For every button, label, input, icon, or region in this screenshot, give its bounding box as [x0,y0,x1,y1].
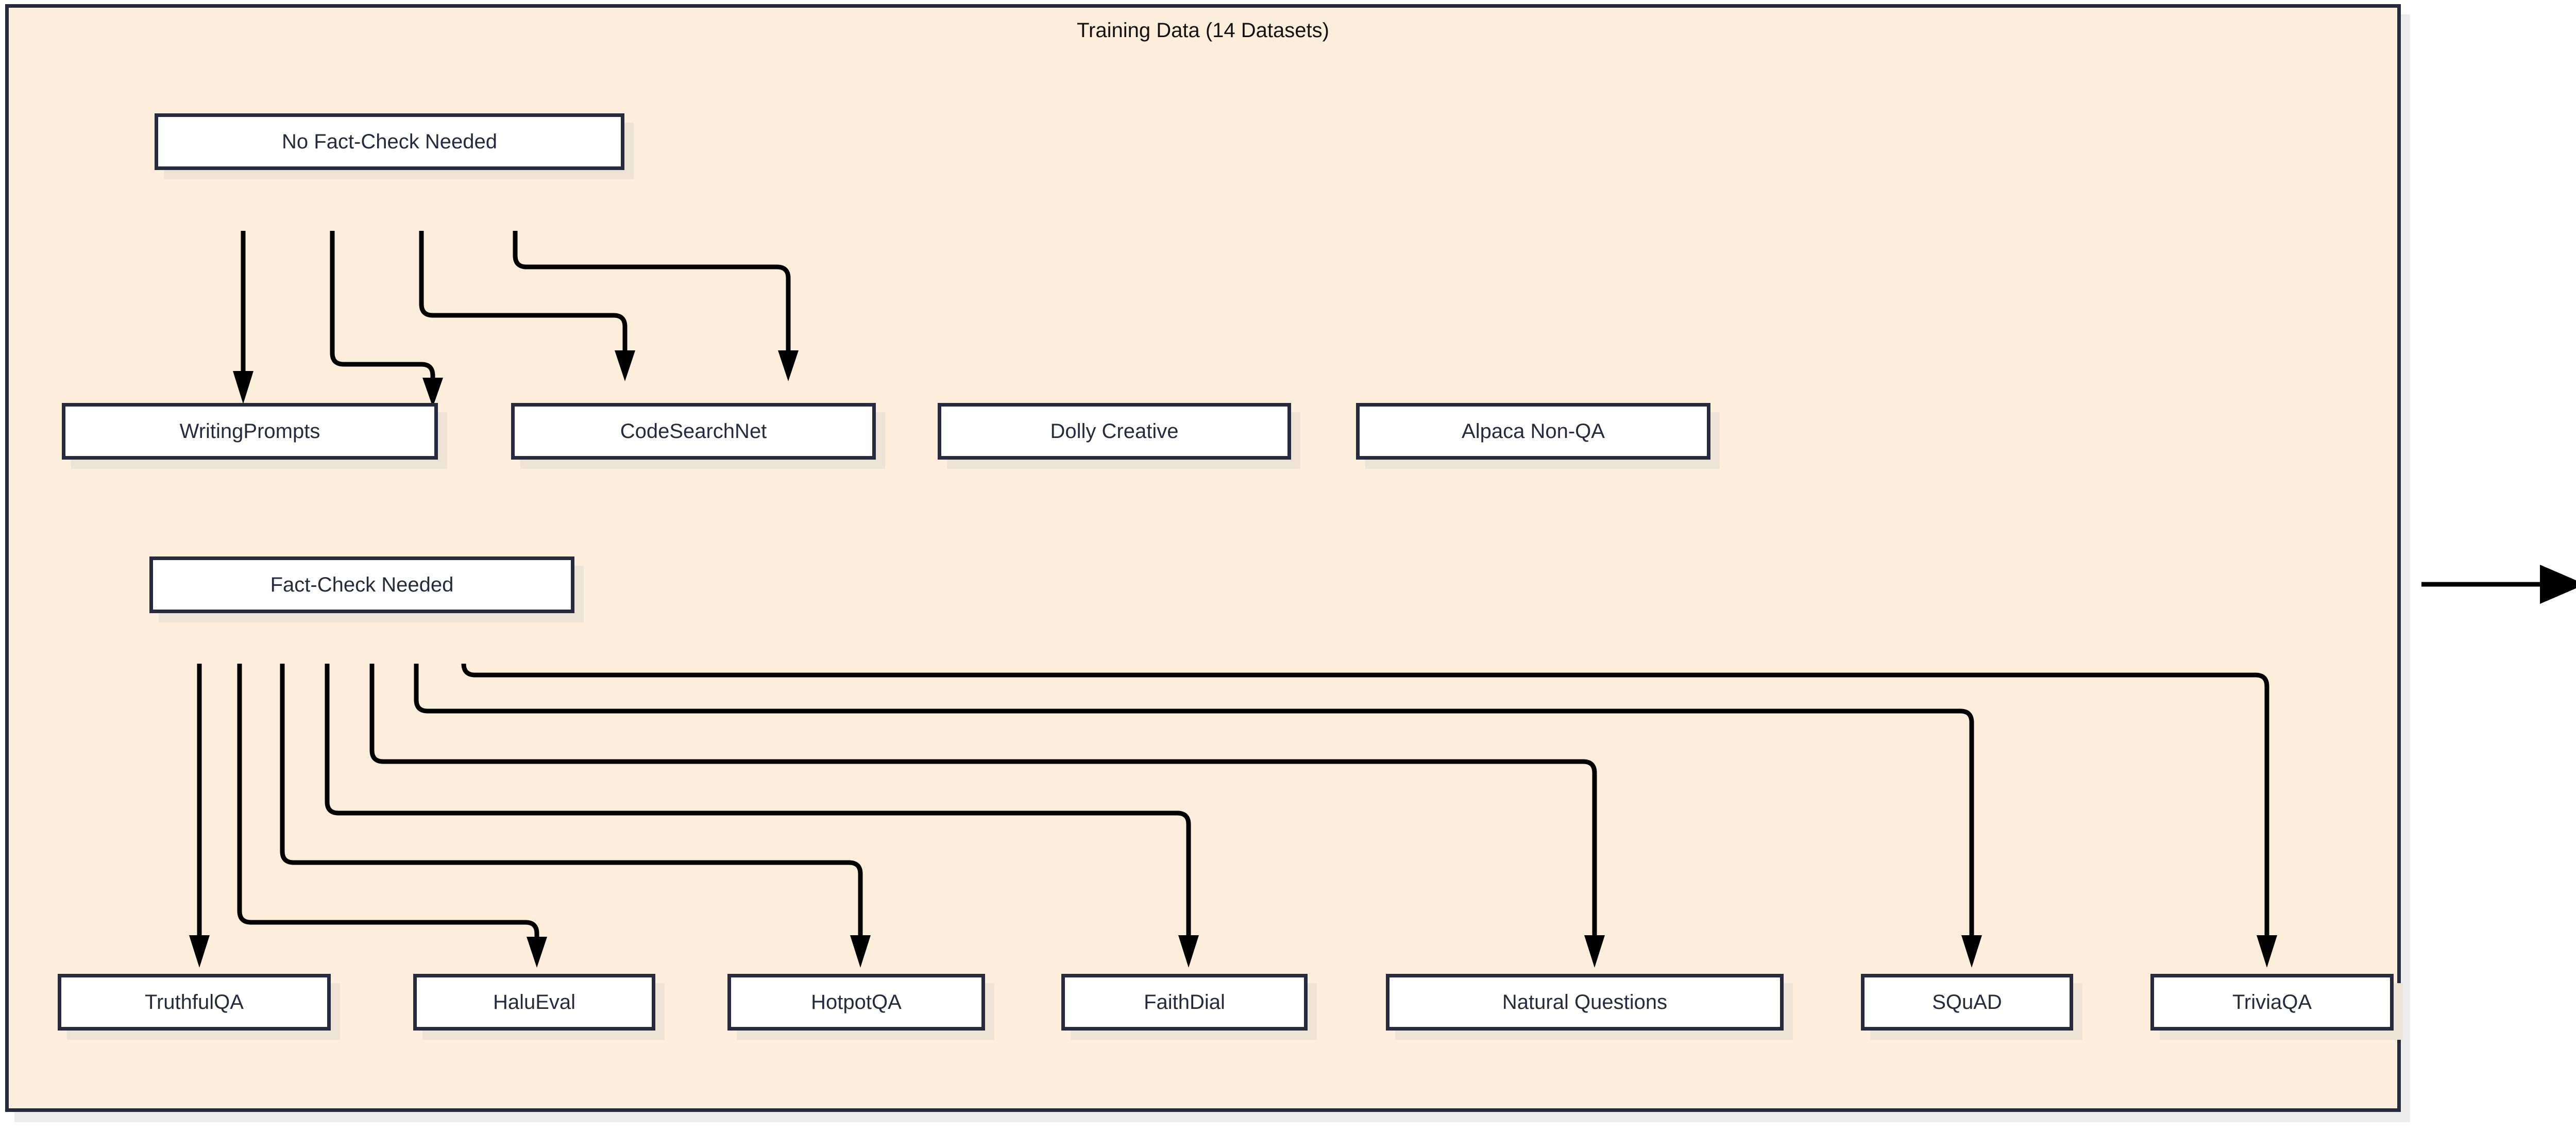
node-triviaqa[interactable]: TriviaQA [2150,974,2394,1031]
node-natural-questions[interactable]: Natural Questions [1386,974,1784,1031]
node-label: FaithDial [1144,990,1225,1014]
node-label: Alpaca Non-QA [1462,419,1605,443]
node-faithdial[interactable]: FaithDial [1061,974,1308,1031]
node-alpaca-non-qa[interactable]: Alpaca Non-QA [1356,403,1710,460]
node-label: Dolly Creative [1050,419,1179,443]
node-halueval[interactable]: HaluEval [413,974,655,1031]
node-label: Fact-Check Needed [270,573,454,596]
node-label: SQuAD [1932,990,2002,1014]
node-squad[interactable]: SQuAD [1861,974,2073,1031]
node-label: TruthfulQA [145,990,244,1014]
node-label: CodeSearchNet [620,419,767,443]
node-truthfulqa[interactable]: TruthfulQA [58,974,331,1031]
node-label: No Fact-Check Needed [282,130,497,153]
node-label: Natural Questions [1502,990,1668,1014]
node-hotpotqa[interactable]: HotpotQA [727,974,985,1031]
node-dolly-creative[interactable]: Dolly Creative [938,403,1291,460]
node-label: TriviaQA [2232,990,2312,1014]
node-fact-check-needed[interactable]: Fact-Check Needed [149,556,574,613]
training-data-panel-title: Training Data (14 Datasets) [1077,19,1329,42]
node-writingprompts[interactable]: WritingPrompts [62,403,438,460]
node-label: HaluEval [493,990,576,1014]
node-label: WritingPrompts [179,419,320,443]
node-label: HotpotQA [811,990,902,1014]
node-codesearchnet[interactable]: CodeSearchNet [511,403,876,460]
node-no-fact-check-needed[interactable]: No Fact-Check Needed [155,113,624,170]
